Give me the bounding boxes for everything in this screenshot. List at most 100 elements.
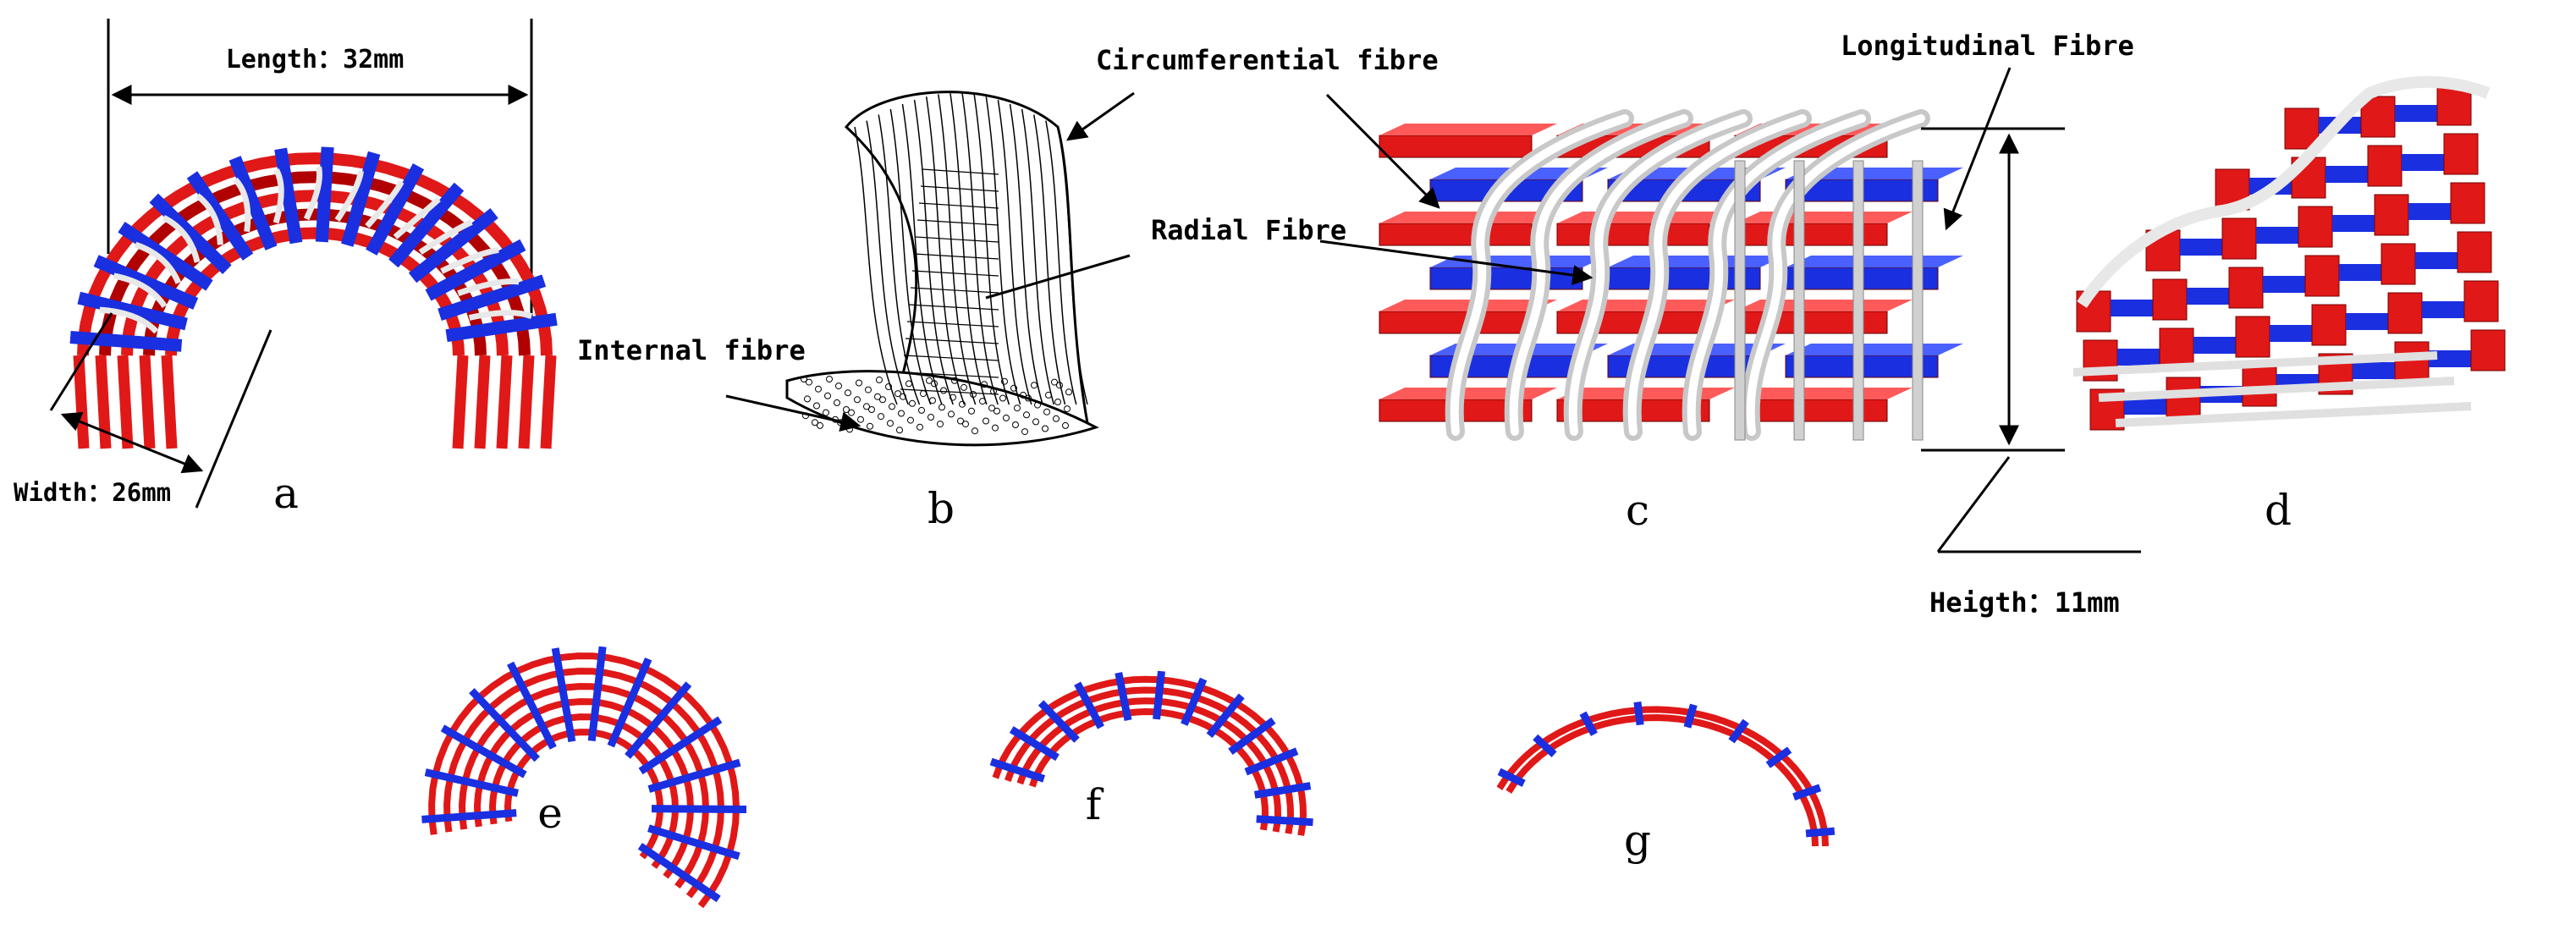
vertical-fibre [1852, 160, 1864, 441]
meniscus-fibre-sketch [785, 91, 1099, 447]
internal-fibre-dot [1003, 414, 1010, 421]
internal-fibre-dot [1021, 428, 1028, 436]
panel-a-letter: a [273, 469, 299, 518]
circumferential-fibre [452, 355, 469, 449]
radial-fibre [2117, 349, 2160, 366]
radial-fibre [186, 171, 254, 261]
fibre-top-face [1379, 212, 1557, 223]
circumferential-line [1057, 126, 1088, 405]
internal-fibre-dot [968, 407, 975, 415]
internal-fibre-dot [889, 403, 895, 410]
radial-fibre [2326, 166, 2368, 183]
circumferential-line [949, 93, 988, 405]
panel-e: e [421, 646, 747, 909]
radial-fibre [440, 724, 527, 779]
width-label: Width：26mm [14, 478, 171, 507]
circumferential-line [1021, 108, 1055, 405]
fibre-layer-f [989, 670, 1313, 836]
internal-fibre-dot [1042, 425, 1049, 432]
circumferential-fibre [474, 355, 491, 449]
internal-fibre-dot [957, 417, 964, 425]
radial-fibre [341, 151, 381, 247]
radial-fibre [2339, 264, 2381, 281]
circumferential-fibre-block [2387, 292, 2423, 334]
radial-fibre [93, 255, 199, 310]
internal-fibre-dot [804, 395, 811, 403]
radial-fibre [228, 156, 278, 250]
internal-fibre-dot [960, 383, 967, 391]
radial-fibre [69, 331, 183, 352]
internal-fibre-dot [865, 386, 872, 393]
radial-fibre [1181, 677, 1208, 726]
radial-line [910, 287, 999, 294]
internal-fibre-dot [918, 406, 925, 414]
circumferential-fibre [1379, 135, 1533, 158]
internal-fibre-dot [863, 403, 870, 410]
internal-fibre-dot [835, 382, 842, 390]
internal-fibre-dot [940, 387, 947, 394]
internal-fibre-dot [900, 393, 906, 400]
radial-fibre [638, 716, 723, 775]
radial-fibre [149, 193, 232, 275]
longitudinal-fibre-highlight [1627, 114, 1807, 436]
radial-fibre [587, 646, 607, 742]
radial-fibre [625, 681, 692, 759]
radial-line [905, 338, 999, 344]
radial-fibre [1497, 768, 1526, 787]
width-left-extension [49, 312, 113, 411]
radial-fibre [1728, 718, 1749, 744]
longitudinal-fibre [457, 278, 520, 296]
internal-fibre-dot [981, 381, 988, 388]
radial-fibre [551, 647, 576, 743]
circumferential-fibre-block [2159, 327, 2194, 370]
internal-fibre-dot [826, 376, 833, 382]
radial-fibre [274, 147, 303, 245]
torus-implant-illustration [69, 146, 558, 449]
radial-line [903, 355, 999, 361]
circumferential-fibre-block [2152, 278, 2188, 321]
internal-fibre-dot [874, 393, 881, 400]
fibre-top-face [1430, 256, 1608, 267]
fibre-top-face [1786, 344, 1963, 355]
internal-fibre-dot [1034, 401, 1041, 409]
radial-fibre [647, 824, 740, 861]
circumferential-fibre [161, 355, 178, 449]
radial-fibre [1206, 693, 1245, 739]
circumferential-fibre-block [2470, 329, 2506, 371]
circumferential-line [913, 99, 954, 405]
internal-fibre-dot [1012, 421, 1019, 428]
internal-fibre-dot [905, 380, 912, 388]
vertical-fibre [1912, 160, 1924, 441]
circumferential-line [1045, 120, 1077, 405]
internal-fibre-dot [1023, 411, 1030, 419]
circumferential-fibre-block [2374, 194, 2409, 236]
internal-fibre-dot [812, 419, 818, 426]
panel-f: f [989, 670, 1313, 836]
internal-fibre-dot [949, 393, 956, 401]
panel-c: Longitudinal Fibre Heigth：11mm c [1319, 30, 2141, 619]
circumferential-line [925, 96, 966, 405]
internal-fibre-dot [972, 427, 978, 435]
circumferential-line [985, 96, 1021, 405]
internal-fibre-dot [1014, 404, 1021, 412]
internal-fibre-dot [801, 376, 807, 382]
internal-arrow [725, 394, 861, 432]
internal-fibre-dot [823, 409, 829, 416]
internal-fibre-dot [1053, 415, 1060, 422]
internal-fibre-dot [962, 421, 969, 428]
radial-fibre [315, 146, 334, 243]
circumferential-fibre [1016, 697, 1282, 833]
longitudinal-fibre [113, 272, 168, 309]
internal-fibre-dot [813, 402, 820, 410]
internal-fibre-dot [1051, 378, 1058, 386]
fibre-layer-g [1496, 702, 1836, 847]
panel-g-letter: g [1624, 816, 1651, 865]
fibre-top-face [1786, 256, 1963, 267]
circumferential-fibre [540, 355, 557, 449]
circumferential-fibre [1496, 706, 1829, 847]
circumferential-fibre-block [2235, 316, 2271, 358]
radial-fibre [2346, 313, 2388, 330]
internal-fibre-dot [854, 396, 861, 404]
circumferential-fibre [1734, 223, 1888, 246]
circumferential-fibre-block [2298, 206, 2333, 248]
